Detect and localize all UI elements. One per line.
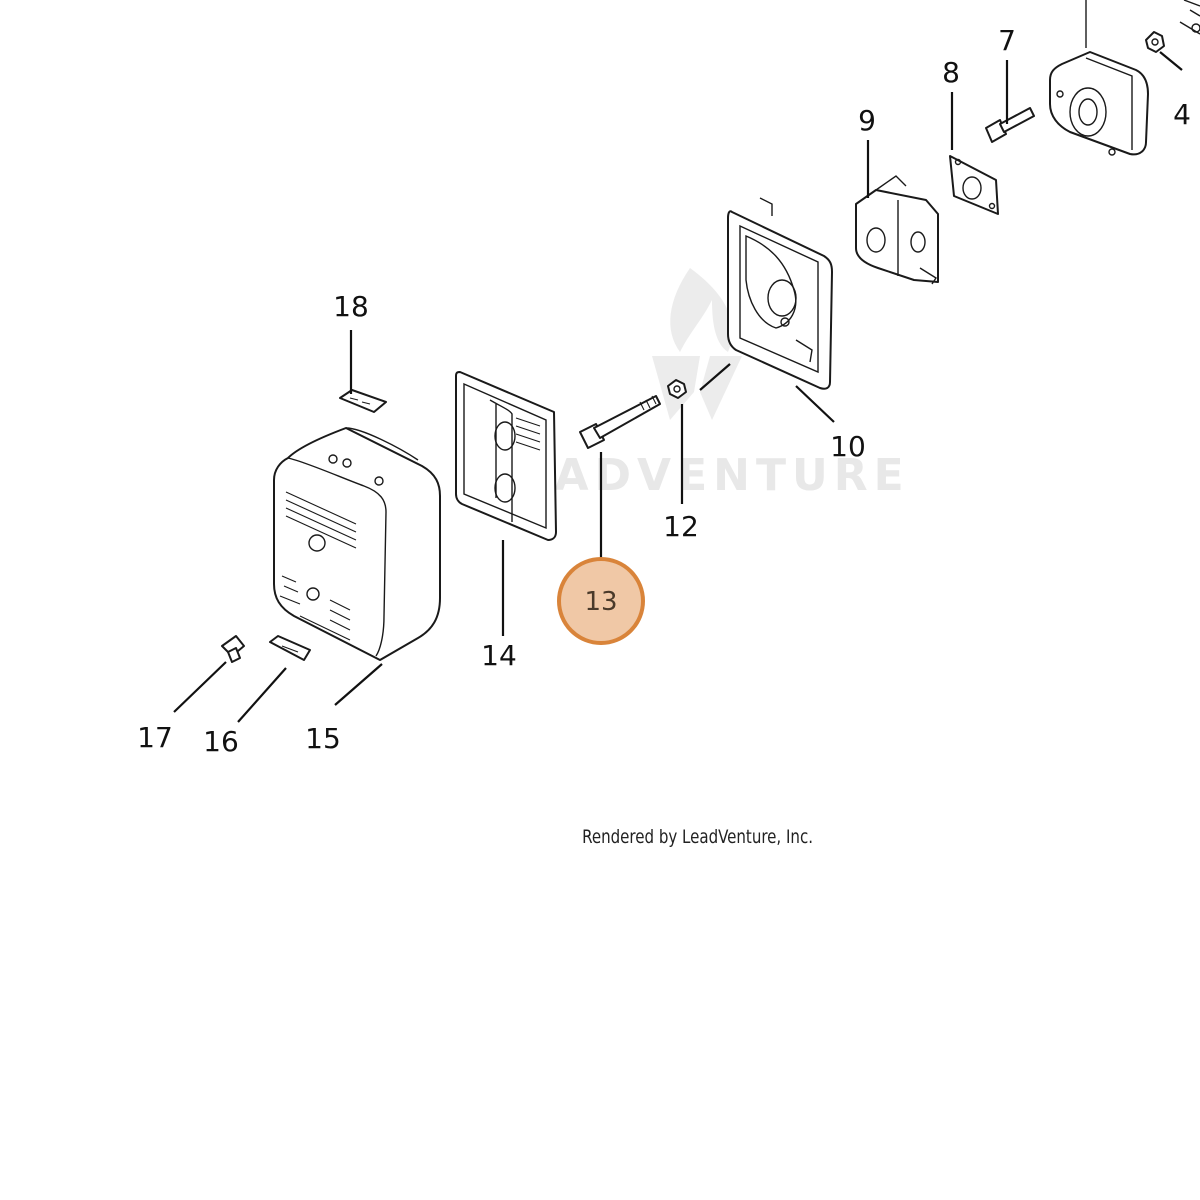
part-label-17[interactable]: 17	[137, 721, 173, 754]
part-12-nut[interactable]	[667, 379, 687, 399]
partial-part-upper-right[interactable]	[1179, 0, 1200, 35]
part-9-carburetor[interactable]	[855, 175, 939, 285]
part-label-8[interactable]: 8	[942, 56, 960, 89]
part-13-bolt[interactable]	[579, 395, 661, 449]
part-label-16[interactable]: 16	[203, 725, 239, 758]
watermark-flame-logo	[652, 268, 742, 420]
part-16-label[interactable]	[269, 635, 311, 661]
part-10-air-cleaner-base[interactable]	[727, 197, 833, 390]
part-label-14[interactable]: 14	[481, 639, 517, 672]
part-14-filter-element[interactable]	[455, 371, 557, 541]
part-label-15[interactable]: 15	[305, 722, 341, 755]
part-label-12[interactable]: 12	[663, 510, 699, 543]
part-label-18[interactable]: 18	[333, 290, 369, 323]
highlight-marker-13[interactable]	[557, 557, 645, 645]
part-15-air-cleaner-cover[interactable]	[273, 427, 441, 661]
part-label-10[interactable]: 10	[830, 430, 866, 463]
part-label-9[interactable]: 9	[858, 104, 876, 137]
part-number-labels: 4 7 8 9 10 12 13 14 15 16 17 18	[137, 24, 1191, 758]
part-8-gasket[interactable]	[949, 155, 999, 215]
leader-lines	[173, 51, 1183, 723]
part-label-13[interactable]: 13	[584, 587, 617, 617]
part-18-plate[interactable]	[339, 389, 387, 413]
part-4-nut[interactable]	[1145, 31, 1165, 53]
insulator-part[interactable]	[1049, 0, 1149, 156]
part-7-bolt[interactable]	[985, 107, 1035, 143]
part-label-4[interactable]: 4	[1173, 98, 1191, 131]
render-credit: Rendered by LeadVenture, Inc.	[582, 826, 814, 848]
part-label-7[interactable]: 7	[998, 24, 1016, 57]
part-17-screw[interactable]	[221, 635, 245, 663]
